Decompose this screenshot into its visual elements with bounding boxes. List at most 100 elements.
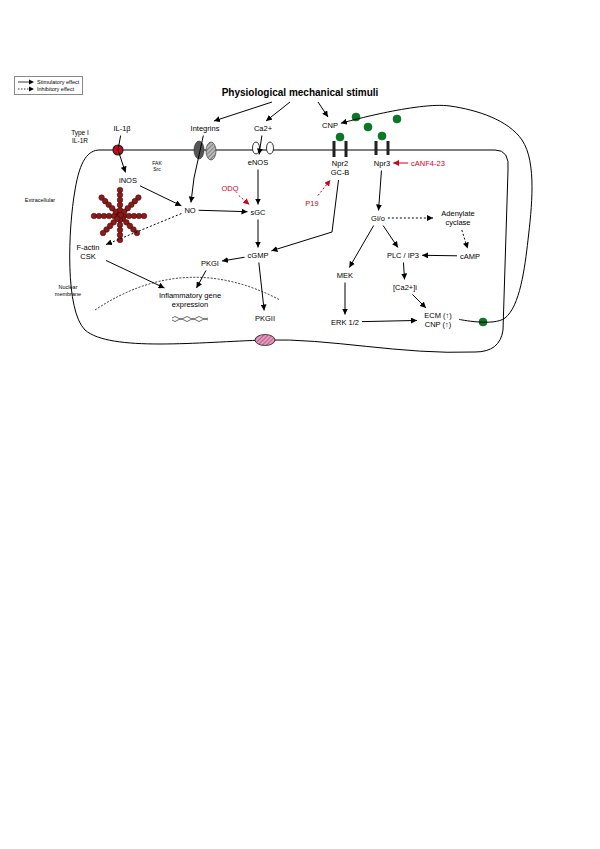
molecule-node: Inflammatory gene expression xyxy=(154,290,226,310)
node-label: PKGII xyxy=(255,314,275,323)
node-label: iNOS xyxy=(119,176,137,185)
node-label: cGMP xyxy=(248,251,269,260)
annotation-text: Extracellular xyxy=(25,197,55,203)
inhibitory-arrow xyxy=(388,218,433,219)
actin-bead xyxy=(100,230,106,236)
stimulus-arrow xyxy=(214,102,272,121)
molecule-node: ECM (↑) CNP (↑) xyxy=(419,310,457,330)
stimulatory-arrow xyxy=(118,136,126,173)
legend-sample xyxy=(18,86,34,92)
stimulatory-arrow xyxy=(271,180,338,251)
actin-bead xyxy=(141,213,147,219)
stimulatory-arrow xyxy=(140,186,181,206)
nuclear-membrane xyxy=(95,277,280,310)
node-label: cANF4-23 xyxy=(411,159,445,168)
stimulatory-arrow xyxy=(191,136,203,203)
node-label: Integrins xyxy=(191,124,220,133)
inhibitory-arrow xyxy=(462,230,468,249)
annotation-label: Type I IL-1R xyxy=(67,129,93,145)
molecule-node: cANF4-23 xyxy=(410,158,446,169)
node-label: CNP xyxy=(322,121,338,130)
f-actin-filaments xyxy=(91,187,147,243)
node-label: eNOS xyxy=(248,158,268,167)
molecule-node: eNOS xyxy=(247,157,269,168)
legend-sample xyxy=(18,79,34,85)
cell-membrane xyxy=(70,150,509,352)
molecule-node: cGMP xyxy=(247,250,270,261)
node-label: NO xyxy=(184,206,195,215)
molecule-node: ERK 1/2 xyxy=(330,317,360,328)
annotation-label: FAK Src xyxy=(150,160,164,172)
molecule-node: Adenylate cyclase xyxy=(435,208,481,228)
stimulatory-arrow xyxy=(383,226,398,248)
node-label: ECM (↑) CNP (↑) xyxy=(420,311,456,329)
node-label: ERK 1/2 xyxy=(331,318,359,327)
stimulatory-arrow xyxy=(403,263,404,280)
stimulatory-arrow xyxy=(259,136,262,155)
molecule-node: MEK xyxy=(336,270,354,281)
molecule-node: F-actin CSK xyxy=(72,242,104,262)
molecule-node: CNP xyxy=(321,120,339,131)
molecule-node: Ca2+ xyxy=(253,123,273,134)
molecule-node: Npr2 GC-B xyxy=(325,158,355,178)
legend-text: Stimulatory effect xyxy=(37,79,79,86)
node-label: Inflammatory gene expression xyxy=(155,291,225,309)
inhibitory-arrow xyxy=(318,180,330,196)
molecule-node: PKGI xyxy=(200,258,220,269)
node-label: sGC xyxy=(251,208,266,217)
inhibitory-arrow xyxy=(239,196,250,205)
npr3-receptor xyxy=(376,141,388,155)
molecule-node: P19 xyxy=(304,198,319,209)
stimulatory-arrow xyxy=(379,171,382,211)
node-label: Ca2+ xyxy=(254,124,272,133)
molecule-node: ODQ xyxy=(220,183,239,194)
stimulatory-arrow xyxy=(258,170,259,205)
stimulatory-arrow xyxy=(106,260,165,288)
molecule-node: [Ca2+]i xyxy=(392,282,418,293)
stimulatory-arrow xyxy=(222,257,245,261)
stimulatory-arrow xyxy=(199,210,248,211)
node-label: cAMP xyxy=(460,252,480,261)
molecule-node: IL-1β xyxy=(112,123,131,134)
cnp-molecules xyxy=(336,113,487,326)
stimulatory-arrow xyxy=(258,220,259,248)
molecule-node: Npr3 xyxy=(373,158,391,169)
node-label: [Ca2+]i xyxy=(393,283,417,292)
stimulatory-arrow xyxy=(341,105,532,322)
annotation-label: Extracellular xyxy=(25,197,55,204)
integrin-symbol xyxy=(206,142,216,160)
stimulus-arrow xyxy=(266,102,290,121)
legend-text: Inhibitory effect xyxy=(37,86,74,93)
molecule-node: Gi/o xyxy=(370,213,386,224)
pkgii-symbol xyxy=(255,335,275,346)
node-label: Adenylate cyclase xyxy=(436,209,480,227)
stimulatory-arrow xyxy=(345,283,346,315)
node-label: PKGI xyxy=(201,259,219,268)
node-label: Npr3 xyxy=(374,159,390,168)
legend-row: Stimulatory effect xyxy=(18,79,79,86)
molecule-node: PKGII xyxy=(254,313,276,324)
inhibitory-arrow xyxy=(106,214,181,245)
node-label: PLC / IP3 xyxy=(387,251,419,260)
annotation-text: Type I IL-1R xyxy=(71,129,89,144)
stimulatory-arrow xyxy=(393,163,408,164)
stimulatory-arrow xyxy=(413,295,427,309)
molecule-node: NO xyxy=(183,205,196,216)
calcium-channel xyxy=(267,142,274,154)
node-label: IL-1β xyxy=(113,124,130,133)
stimulatory-arrow xyxy=(196,271,205,289)
stimulatory-arrow xyxy=(259,263,264,311)
node-label: Gi/o xyxy=(371,214,385,223)
node-label: P19 xyxy=(305,199,318,208)
dna-symbol xyxy=(172,319,208,322)
molecule-node: cAMP xyxy=(459,251,481,262)
stimulatory-arrow xyxy=(422,255,457,257)
annotation-text: FAK Src xyxy=(152,160,161,172)
title-text: Physiological mechanical stimuli xyxy=(222,87,379,98)
stimulatory-arrow xyxy=(349,226,373,268)
node-label: MEK xyxy=(337,271,353,280)
stimulus-arrow xyxy=(318,102,328,117)
molecule-node: Integrins xyxy=(190,123,221,134)
